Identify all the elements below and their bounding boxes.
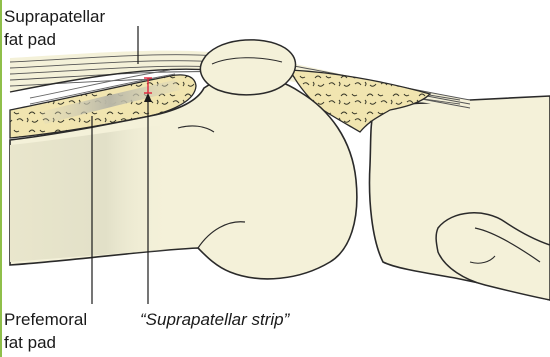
patella-bone [200,40,295,95]
femur-shaft-shading [10,124,170,262]
label-suprapatellar-strip: “Suprapatellar strip” [140,309,289,330]
label-prefemoral-fat-pad-line1: Prefemoral [4,309,87,330]
label-prefemoral-fat-pad-line2: fat pad [4,332,56,353]
frame-stripe [0,0,2,357]
label-suprapatellar-fat-pad-line2: fat pad [4,29,56,50]
label-suprapatellar-fat-pad-line1: Suprapatellar [4,6,105,27]
